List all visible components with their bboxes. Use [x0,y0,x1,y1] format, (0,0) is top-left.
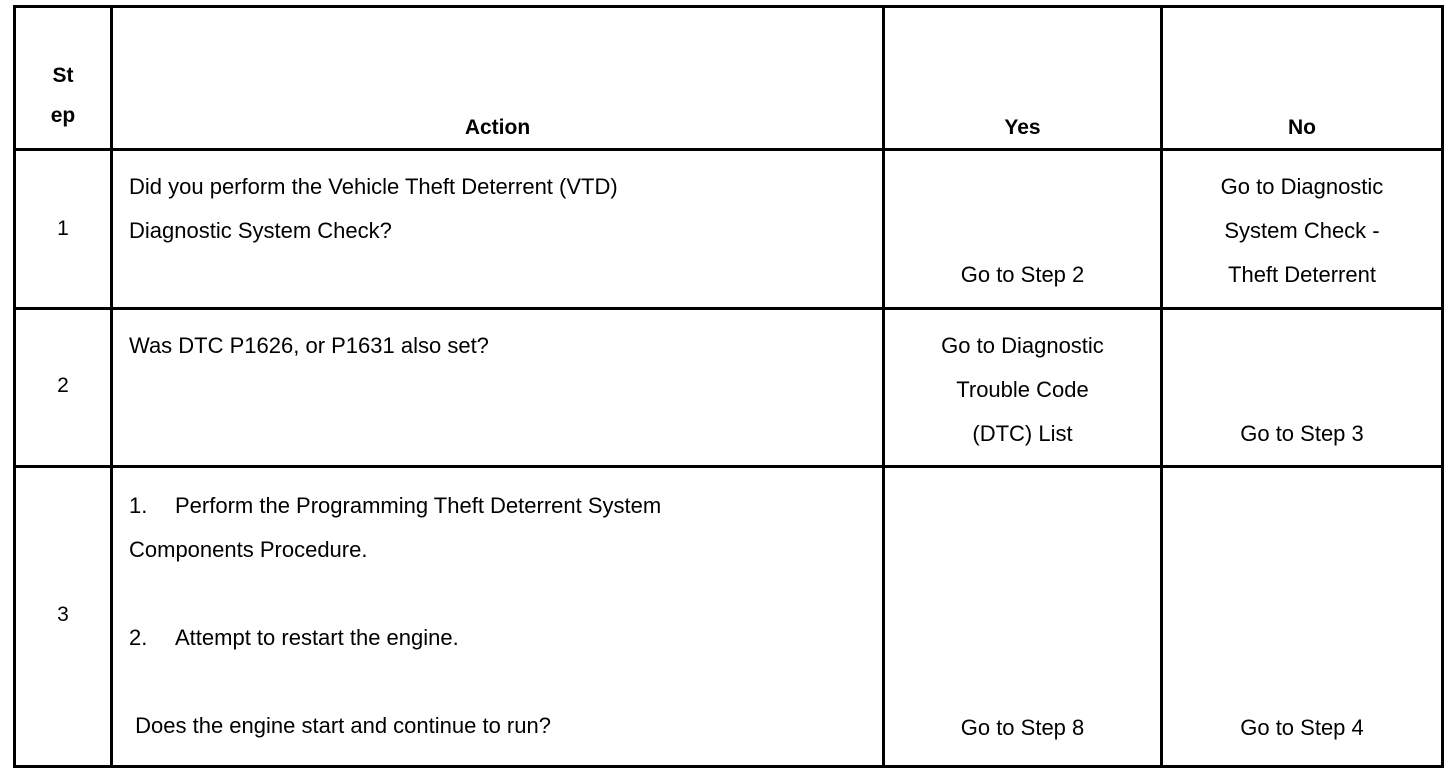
list-marker: 2. [129,625,148,650]
spacer [129,572,872,616]
yes-branch-text: Go to Diagnostic Trouble Code (DTC) List [885,310,1160,456]
table-row: 1 Did you perform the Vehicle Theft Dete… [13,148,1444,310]
action-cell: Did you perform the Vehicle Theft Deterr… [110,148,885,310]
table-header-row: St ep Action Yes No [13,5,1444,151]
table-row: 3 1. Perform the Programming Theft Deterr… [13,465,1444,768]
no-branch-text: Go to Step 4 [1163,468,1441,750]
action-list-item: 2. Attempt to restart the engine. [129,616,872,660]
yes-line: Trouble Code [956,377,1089,402]
step-cell: 3 [13,465,113,768]
no-line: Go to Step 4 [1240,715,1364,740]
action-line: Attempt to restart the engine. [175,625,459,650]
action-cell: 1. Perform the Programming Theft Deterren… [110,465,885,768]
no-line: Theft Deterrent [1228,262,1376,287]
yes-branch-text: Go to Step 8 [885,468,1160,750]
step-number: 2 [57,374,69,397]
no-branch-text: Go to Diagnostic System Check - Theft De… [1163,151,1441,297]
header-cell-step: St ep [13,5,113,151]
step-number: 3 [57,603,69,626]
yes-line: Go to Step 2 [960,262,1085,287]
spacer [129,660,872,704]
action-cell: Was DTC P1626, or P1631 also set? [110,307,885,468]
action-line: Was DTC P1626, or P1631 also set? [129,333,489,358]
header-cell-yes: Yes [882,5,1163,151]
action-list-item: 1. Perform the Programming Theft Deterren… [129,484,872,528]
diagnostic-procedure-table: St ep Action Yes No 1 [13,5,1444,768]
yes-cell: Go to Step 2 [882,148,1163,310]
no-branch-text: Go to Step 3 [1163,310,1441,456]
yes-line: Go to Diagnostic [941,333,1104,358]
step-number: 1 [57,217,69,240]
header-cell-no: No [1160,5,1444,151]
list-marker: 1. [129,493,148,518]
action-line: Did you perform the Vehicle Theft Deterr… [129,174,618,199]
step-cell: 1 [13,148,113,310]
no-cell: Go to Step 4 [1160,465,1444,768]
no-line: Go to Step 3 [1240,421,1364,446]
action-line: Components Procedure. [129,537,368,562]
step-cell: 2 [13,307,113,468]
yes-branch-text: Go to Step 2 [885,151,1160,297]
yes-cell: Go to Diagnostic Trouble Code (DTC) List [882,307,1163,468]
no-cell: Go to Step 3 [1160,307,1444,468]
header-no-label: No [1288,116,1316,139]
header-step-label-line2: ep [50,104,76,127]
no-cell: Go to Diagnostic System Check - Theft De… [1160,148,1444,310]
yes-line: Go to Step 8 [960,715,1085,740]
header-cell-action: Action [110,5,885,151]
header-yes-label: Yes [1004,116,1041,139]
yes-cell: Go to Step 8 [882,465,1163,768]
header-step-label-line1: St [52,64,74,87]
action-text: Did you perform the Vehicle Theft Deterr… [113,151,882,253]
action-text: Was DTC P1626, or P1631 also set? [113,310,882,368]
header-action-label: Action [464,116,531,139]
no-line: System Check - [1224,218,1380,243]
no-line: Go to Diagnostic [1220,174,1384,199]
table-row: 2 Was DTC P1626, or P1631 also set? Go t… [13,307,1444,468]
action-text: 1. Perform the Programming Theft Deterren… [113,468,882,748]
action-line: Diagnostic System Check? [129,218,392,243]
yes-line: (DTC) List [972,421,1073,446]
action-line: Perform the Programming Theft Deterrent … [175,493,662,518]
action-question: Does the engine start and continue to ru… [129,713,551,738]
